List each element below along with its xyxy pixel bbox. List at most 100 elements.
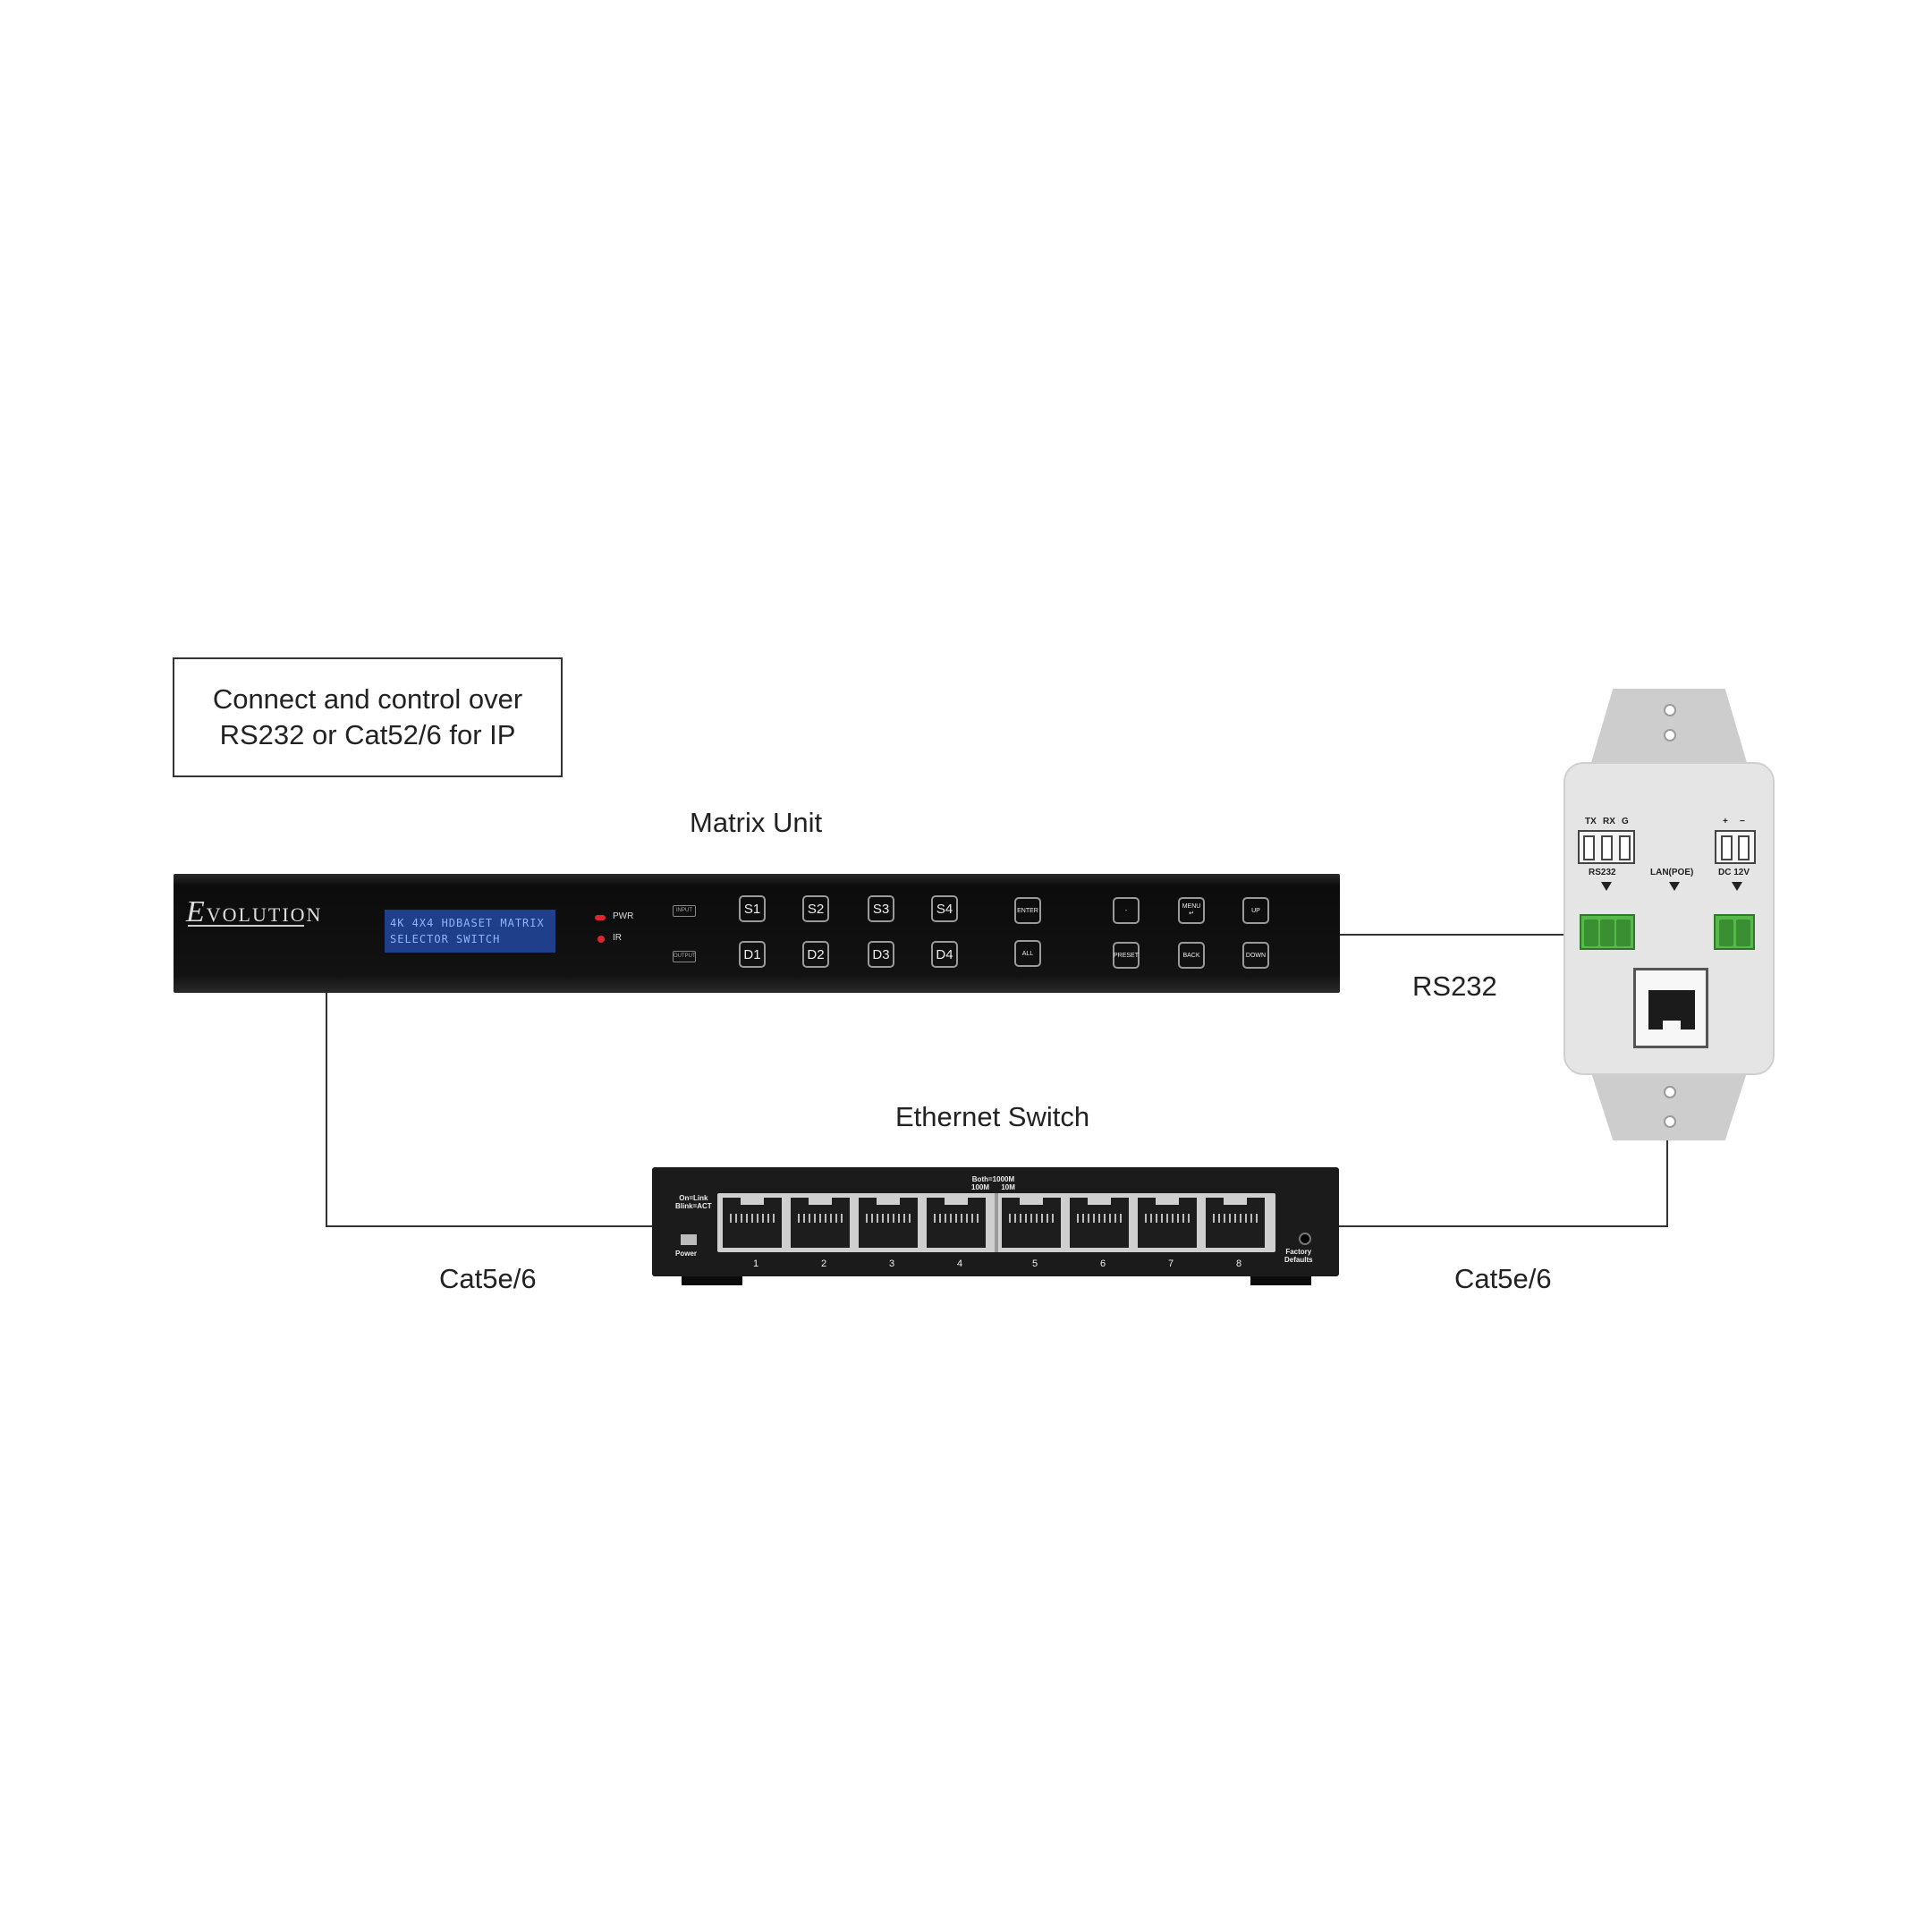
lan-arrow-icon — [1669, 882, 1680, 891]
display-button-4[interactable]: D4 — [931, 941, 958, 968]
pwr-text: PWR — [613, 911, 634, 921]
port-number-4: 4 — [956, 1258, 963, 1269]
power-led-icon — [681, 1234, 697, 1245]
lan-poe-text: LAN(POE) — [1650, 868, 1694, 877]
connector-cell — [1616, 919, 1631, 946]
enter-button[interactable]: ENTER — [1014, 897, 1041, 924]
input-switch[interactable]: INPUT — [673, 905, 696, 917]
source-button-4[interactable]: S4 — [931, 895, 958, 922]
rj45-opening — [1648, 990, 1695, 1030]
lan-rj45-port[interactable] — [1633, 968, 1708, 1048]
lcd-display: 4K 4X4 HDBASET MATRIX SELECTOR SWITCH — [385, 910, 555, 953]
wire-plate-down — [1666, 1140, 1668, 1227]
terminal-pin — [1601, 835, 1613, 860]
factory-line-2: Defaults — [1284, 1256, 1313, 1264]
enter-return-icon: ↵ — [1189, 911, 1194, 917]
wire-rs232 — [1340, 934, 1565, 936]
factory-defaults-text: Factory Defaults — [1284, 1248, 1313, 1264]
rs232-green-connector[interactable] — [1580, 914, 1635, 950]
power-text: Power — [675, 1250, 698, 1258]
rs232-arrow-icon — [1601, 882, 1612, 891]
source-button-2[interactable]: S2 — [802, 895, 829, 922]
tx-text: TX — [1585, 817, 1597, 826]
cat-right-label: Cat5e/6 — [1454, 1263, 1552, 1294]
menu-button[interactable]: MENU ↵ — [1178, 897, 1205, 924]
port-number-5: 5 — [1031, 1258, 1038, 1269]
ethernet-port-1[interactable] — [723, 1198, 782, 1248]
rs232-terminal-block — [1578, 830, 1635, 864]
factory-line-1: Factory — [1285, 1248, 1312, 1256]
ethernet-port-6[interactable] — [1070, 1198, 1129, 1248]
factory-reset-pinhole[interactable] — [1299, 1233, 1311, 1245]
mount-hole-top-2 — [1664, 729, 1676, 741]
minus-button[interactable]: - — [1113, 897, 1140, 924]
evolution-logo: EVOLUTION — [186, 895, 323, 928]
display-button-1[interactable]: D1 — [739, 941, 766, 968]
caption-line-2: RS232 or Cat52/6 for IP — [219, 719, 516, 750]
mount-hole-top-1 — [1664, 704, 1676, 716]
switch-foot-right — [1250, 1276, 1311, 1285]
display-button-2[interactable]: D2 — [802, 941, 829, 968]
port-strip — [717, 1193, 1275, 1252]
ir-text: IR — [613, 933, 622, 943]
link-legend: On=Link Blink=ACT — [675, 1194, 712, 1210]
link-line-2: Blink=ACT — [675, 1202, 712, 1210]
connector-cell — [1584, 919, 1598, 946]
pwr-led — [595, 915, 606, 920]
port-divider — [995, 1193, 998, 1252]
rx-text: RX — [1603, 817, 1615, 826]
logo-underline — [188, 925, 304, 927]
plus-text: + — [1723, 817, 1728, 826]
wire-to-switch-left — [326, 1225, 653, 1227]
mount-hole-bottom-2 — [1664, 1115, 1676, 1128]
lcd-line-1: 4K 4X4 HDBASET MATRIX — [390, 917, 545, 929]
dc-green-connector[interactable] — [1714, 914, 1755, 950]
speed-line-1: Both=1000M — [971, 1175, 1015, 1183]
caption-line-1: Connect and control over — [212, 683, 523, 715]
ethernet-port-3[interactable] — [859, 1198, 918, 1248]
ethernet-switch: Both=1000M 100M 10M On=Link Blink=ACT Po… — [652, 1167, 1339, 1276]
preset-button[interactable]: PRESET — [1113, 942, 1140, 969]
connector-cell — [1719, 919, 1733, 946]
port-number-8: 8 — [1235, 1258, 1242, 1269]
menu-text: MENU — [1182, 903, 1201, 910]
dc-terminal-block — [1715, 830, 1756, 864]
dc-12v-text: DC 12V — [1718, 868, 1750, 877]
display-button-3[interactable]: D3 — [868, 941, 894, 968]
dc-arrow-icon — [1732, 882, 1742, 891]
speed-line-2-3: 100M 10M — [971, 1183, 1015, 1191]
lcd-line-2: SELECTOR SWITCH — [390, 933, 501, 945]
back-button[interactable]: BACK — [1178, 942, 1205, 969]
port-number-3: 3 — [888, 1258, 895, 1269]
wire-matrix-down — [326, 993, 327, 1227]
source-button-1[interactable]: S1 — [739, 895, 766, 922]
switch-foot-left — [682, 1276, 742, 1285]
source-button-3[interactable]: S3 — [868, 895, 894, 922]
up-button[interactable]: UP — [1242, 897, 1269, 924]
rs232-label: RS232 — [1412, 970, 1497, 1002]
ethernet-port-8[interactable] — [1206, 1198, 1265, 1248]
connector-cell — [1736, 919, 1750, 946]
port-number-6: 6 — [1099, 1258, 1106, 1269]
g-text: G — [1622, 817, 1629, 826]
matrix-unit-label: Matrix Unit — [690, 807, 823, 838]
ethernet-port-4[interactable] — [927, 1198, 986, 1248]
ir-led — [597, 936, 605, 943]
ethernet-port-2[interactable] — [791, 1198, 850, 1248]
terminal-pin — [1721, 835, 1733, 860]
cat-left-label: Cat5e/6 — [439, 1263, 537, 1294]
ethernet-switch-label: Ethernet Switch — [895, 1101, 1090, 1132]
ethernet-port-7[interactable] — [1138, 1198, 1197, 1248]
port-number-1: 1 — [752, 1258, 759, 1269]
wire-switch-right — [1339, 1225, 1668, 1227]
port-number-2: 2 — [820, 1258, 827, 1269]
minus-text: − — [1740, 817, 1745, 826]
port-number-7: 7 — [1167, 1258, 1174, 1269]
all-button[interactable]: ALL — [1014, 940, 1041, 967]
terminal-pin — [1619, 835, 1631, 860]
output-switch[interactable]: OUTPUT — [673, 951, 696, 962]
ethernet-port-5[interactable] — [1002, 1198, 1061, 1248]
link-line-1: On=Link — [679, 1194, 708, 1202]
matrix-unit: EVOLUTION 4K 4X4 HDBASET MATRIX SELECTOR… — [174, 874, 1340, 993]
down-button[interactable]: DOWN — [1242, 942, 1269, 969]
